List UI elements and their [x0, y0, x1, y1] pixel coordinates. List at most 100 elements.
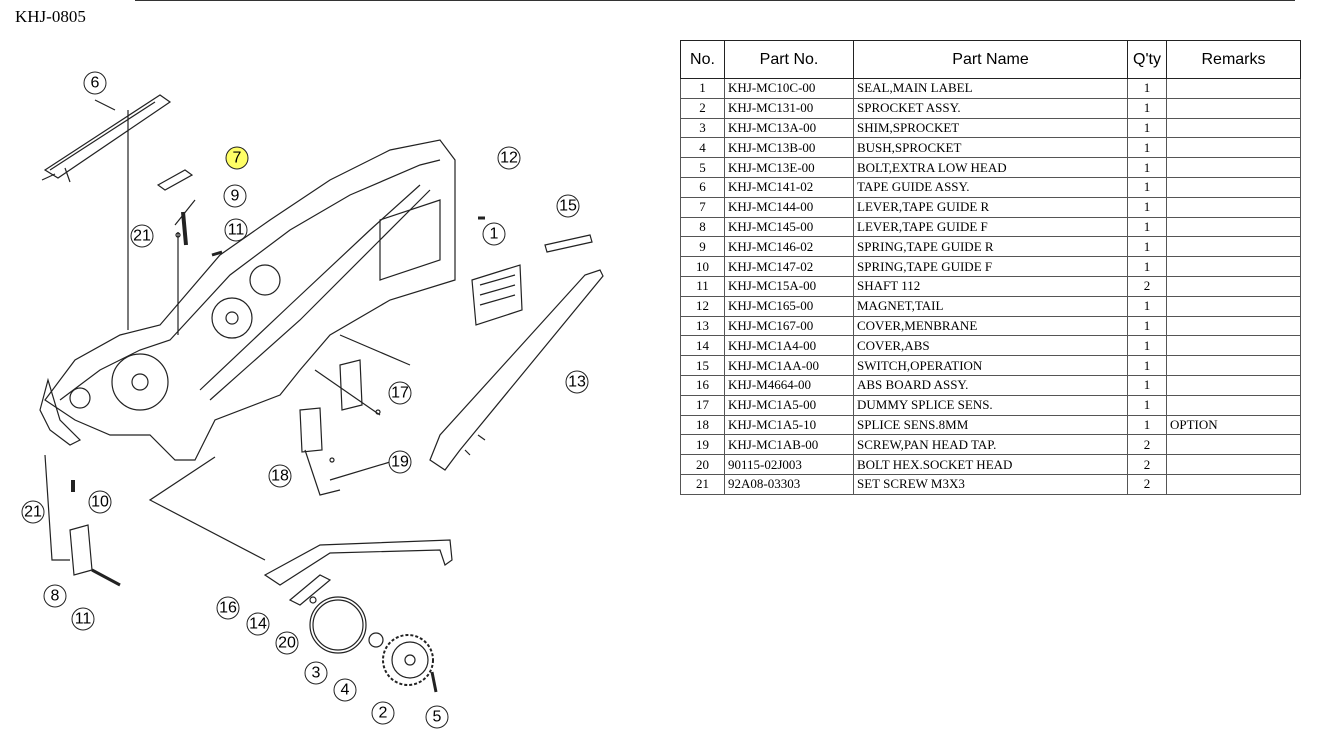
cell-no: 7	[680, 196, 725, 218]
cell-remarks	[1166, 236, 1301, 258]
top-rule	[135, 0, 1295, 1]
svg-text:15: 15	[559, 198, 577, 215]
cell-remarks	[1166, 473, 1301, 495]
svg-text:21: 21	[133, 228, 151, 245]
cell-qty: 1	[1127, 414, 1167, 436]
cell-no: 3	[680, 117, 725, 139]
svg-text:10: 10	[91, 494, 109, 511]
cell-remarks	[1166, 157, 1301, 178]
callout-16: 16	[216, 596, 240, 620]
cell-part-name: SET SCREW M3X3	[853, 473, 1128, 495]
cell-remarks	[1166, 355, 1301, 376]
cell-qty: 1	[1127, 157, 1167, 178]
cell-part-no: 90115-02J003	[724, 454, 854, 475]
svg-text:21: 21	[24, 504, 42, 521]
cell-qty: 1	[1127, 335, 1167, 357]
cell-remarks	[1166, 176, 1301, 198]
cell-part-no: KHJ-MC1A5-10	[724, 414, 854, 436]
cell-part-name: SPROCKET ASSY.	[853, 97, 1128, 119]
cell-remarks	[1166, 335, 1301, 357]
header-qty: Q'ty	[1127, 40, 1167, 79]
cell-part-name: COVER,MENBRANE	[853, 315, 1128, 337]
cell-qty: 1	[1127, 137, 1167, 159]
cell-part-no: KHJ-MC10C-00	[724, 78, 854, 99]
cell-no: 17	[680, 394, 725, 416]
cell-no: 19	[680, 434, 725, 456]
cell-qty: 1	[1127, 256, 1167, 277]
callout-9: 9	[223, 184, 247, 208]
callout-11-top: 11	[224, 218, 248, 242]
cell-part-no: KHJ-M4664-00	[724, 374, 854, 396]
cell-no: 4	[680, 137, 725, 159]
cell-remarks: OPTION	[1166, 414, 1301, 436]
cell-part-no: KHJ-MC1A5-00	[724, 394, 854, 416]
cell-part-name: BOLT,EXTRA LOW HEAD	[853, 157, 1128, 178]
cell-part-name: TAPE GUIDE ASSY.	[853, 176, 1128, 198]
svg-text:19: 19	[391, 454, 409, 471]
svg-text:20: 20	[278, 635, 296, 652]
cell-no: 21	[680, 473, 725, 495]
svg-text:6: 6	[91, 75, 100, 92]
svg-text:4: 4	[341, 682, 350, 699]
callout-10: 10	[88, 490, 112, 514]
cell-remarks	[1166, 117, 1301, 139]
svg-text:14: 14	[249, 616, 267, 633]
cell-part-no: KHJ-MC131-00	[724, 97, 854, 119]
callout-13: 13	[565, 370, 589, 394]
cell-part-name: MAGNET,TAIL	[853, 295, 1128, 317]
svg-text:1: 1	[490, 226, 499, 243]
cell-remarks	[1166, 78, 1301, 99]
cell-part-name: SWITCH,OPERATION	[853, 355, 1128, 376]
cell-qty: 1	[1127, 117, 1167, 139]
cell-no: 20	[680, 454, 725, 475]
cell-no: 9	[680, 236, 725, 258]
cell-part-no: KHJ-MC13A-00	[724, 117, 854, 139]
cell-remarks	[1166, 97, 1301, 119]
cell-remarks	[1166, 374, 1301, 396]
cell-qty: 2	[1127, 275, 1167, 297]
exploded-parts-diagram: 6 7 9 21 11 12 1 15	[21, 71, 604, 729]
cell-remarks	[1166, 434, 1301, 456]
cell-no: 10	[680, 256, 725, 277]
cell-remarks	[1166, 454, 1301, 475]
cell-qty: 2	[1127, 454, 1167, 475]
callout-15: 15	[556, 194, 580, 218]
cell-qty: 1	[1127, 78, 1167, 99]
cell-no: 8	[680, 216, 725, 238]
svg-text:17: 17	[391, 385, 409, 402]
cell-part-no: KHJ-MC1AA-00	[724, 355, 854, 376]
callout-20: 20	[275, 631, 299, 655]
cell-qty: 1	[1127, 394, 1167, 416]
cell-remarks	[1166, 216, 1301, 238]
document-id: KHJ-0805	[15, 7, 86, 26]
cell-remarks	[1166, 295, 1301, 317]
cell-part-no: KHJ-MC146-02	[724, 236, 854, 258]
cell-part-no: KHJ-MC15A-00	[724, 275, 854, 297]
cell-part-no: KHJ-MC167-00	[724, 315, 854, 337]
svg-text:9: 9	[231, 188, 240, 205]
cell-part-name: SPLICE SENS.8MM	[853, 414, 1128, 436]
cell-part-name: SPRING,TAPE GUIDE F	[853, 256, 1128, 277]
cell-qty: 1	[1127, 196, 1167, 218]
callout-19: 19	[388, 450, 412, 474]
cell-part-name: BUSH,SPROCKET	[853, 137, 1128, 159]
cell-no: 15	[680, 355, 725, 376]
cell-part-no: KHJ-MC13E-00	[724, 157, 854, 178]
cell-remarks	[1166, 394, 1301, 416]
header-remarks: Remarks	[1166, 40, 1301, 79]
cell-part-name: DUMMY SPLICE SENS.	[853, 394, 1128, 416]
header-part-name: Part Name	[853, 40, 1128, 79]
cell-no: 5	[680, 157, 725, 178]
cell-part-no: KHJ-MC147-02	[724, 256, 854, 277]
